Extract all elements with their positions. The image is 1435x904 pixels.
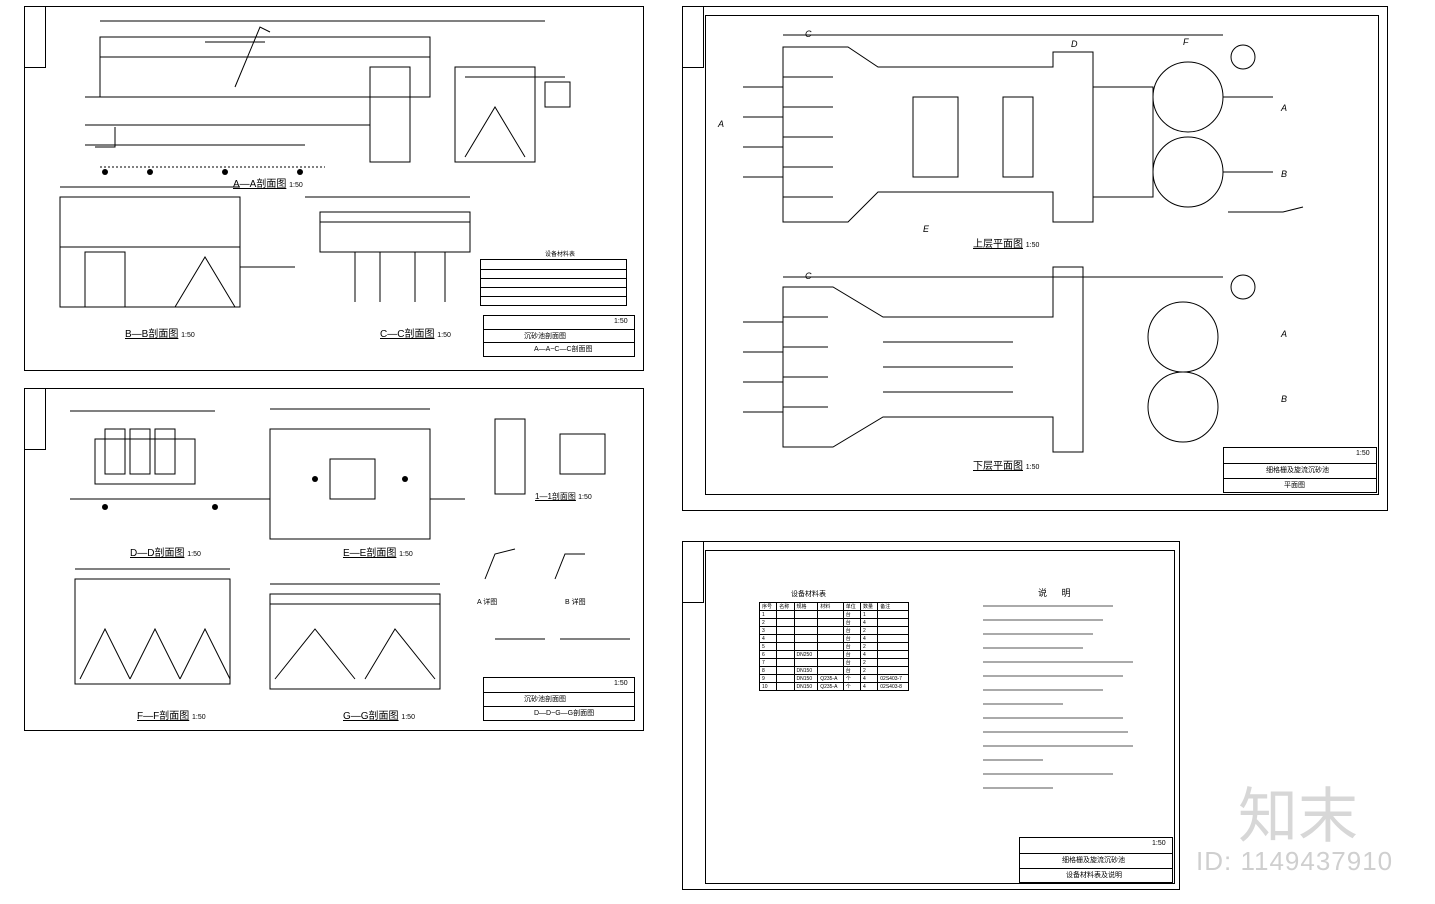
- view-title-1-1: 1—1剖面图 1:50: [535, 492, 592, 501]
- axis-label-f: F: [1183, 37, 1189, 47]
- sheet-inner-frame: [705, 15, 1379, 495]
- sheet-binding-strip: [25, 389, 46, 450]
- equipment-table-title: 设备材料表: [545, 252, 576, 258]
- view-title-g-g: G—G剖面图 1:50: [343, 711, 415, 722]
- axis-label-e: E: [923, 224, 930, 234]
- axis-label-a: A: [1280, 103, 1287, 113]
- view-title-upper-plan: 上层平面图 1:50: [973, 239, 1040, 250]
- view-title-d-d: D—D剖面图 1:50: [130, 548, 201, 559]
- view-title-f-f: F—F剖面图 1:50: [137, 711, 206, 722]
- watermark-id: ID: 1149437910: [1196, 846, 1394, 876]
- view-title-c-c: C—C剖面图 1:50: [380, 329, 451, 340]
- drawing-sheet-sections-a-c[interactable]: A—A剖面图 1:50 B—B剖面图 1:50 C—C剖面图 1:50 设备材料…: [24, 6, 644, 371]
- sheet-binding-strip: [683, 542, 704, 603]
- axis-label-b: B: [1281, 169, 1287, 179]
- plans-drawing: C D F A B A E C A B: [717, 29, 1304, 453]
- notes-title: 说 明: [1038, 588, 1077, 598]
- axis-label-a-lower: A: [1280, 329, 1287, 339]
- view-title-lower-plan: 下层平面图 1:50: [973, 461, 1040, 472]
- title-block: 细格栅及旋流沉砂池 平面图 1:50: [1223, 447, 1377, 493]
- title-block: 沉砂池剖面图 A—A~C—C剖面图 1:50: [483, 315, 635, 357]
- axis-label-b-lower: B: [1281, 394, 1287, 404]
- section-a-a-drawing: [59, 20, 571, 308]
- axis-label-d: D: [1071, 39, 1078, 49]
- title-block: 细格栅及旋流沉砂池 设备材料表及说明 1:50: [1019, 837, 1173, 883]
- view-title-a-a: A—A剖面图 1:50: [233, 179, 303, 190]
- equipment-table-title: 设备材料表: [791, 591, 826, 598]
- sheet-binding-strip: [25, 7, 46, 68]
- sheet-binding-strip: [683, 7, 704, 68]
- view-title-b-b: B—B剖面图 1:50: [125, 329, 195, 340]
- drawing-sheet-plans[interactable]: C D F A B A E C A B 上层平面图 1:50 下层平面图 1:5…: [682, 6, 1388, 511]
- detail-label-a: A 详图: [477, 599, 498, 606]
- sections-d-g-drawing: [70, 408, 630, 690]
- axis-label-a-left: A: [717, 119, 724, 129]
- table-header-row: 序号名称 规格材料 单位数量 备注: [758, 602, 909, 611]
- equipment-table: [480, 259, 627, 306]
- watermark-brand-logo: 知末: [1238, 783, 1358, 850]
- axis-label-c-lower: C: [805, 271, 812, 281]
- notes-text-lines: [983, 605, 1133, 789]
- title-block: 沉砂池剖面图 D—D~G—G剖面图 1:50: [483, 677, 635, 721]
- axis-label-c: C: [805, 29, 812, 39]
- sheet-inner-frame: [705, 550, 1175, 884]
- view-title-e-e: E—E剖面图 1:50: [343, 548, 413, 559]
- drawing-sheet-sections-d-g[interactable]: D—D剖面图 1:50 E—E剖面图 1:50 1—1剖面图 1:50 F—F剖…: [24, 388, 644, 731]
- detail-label-b: B 详图: [565, 599, 586, 606]
